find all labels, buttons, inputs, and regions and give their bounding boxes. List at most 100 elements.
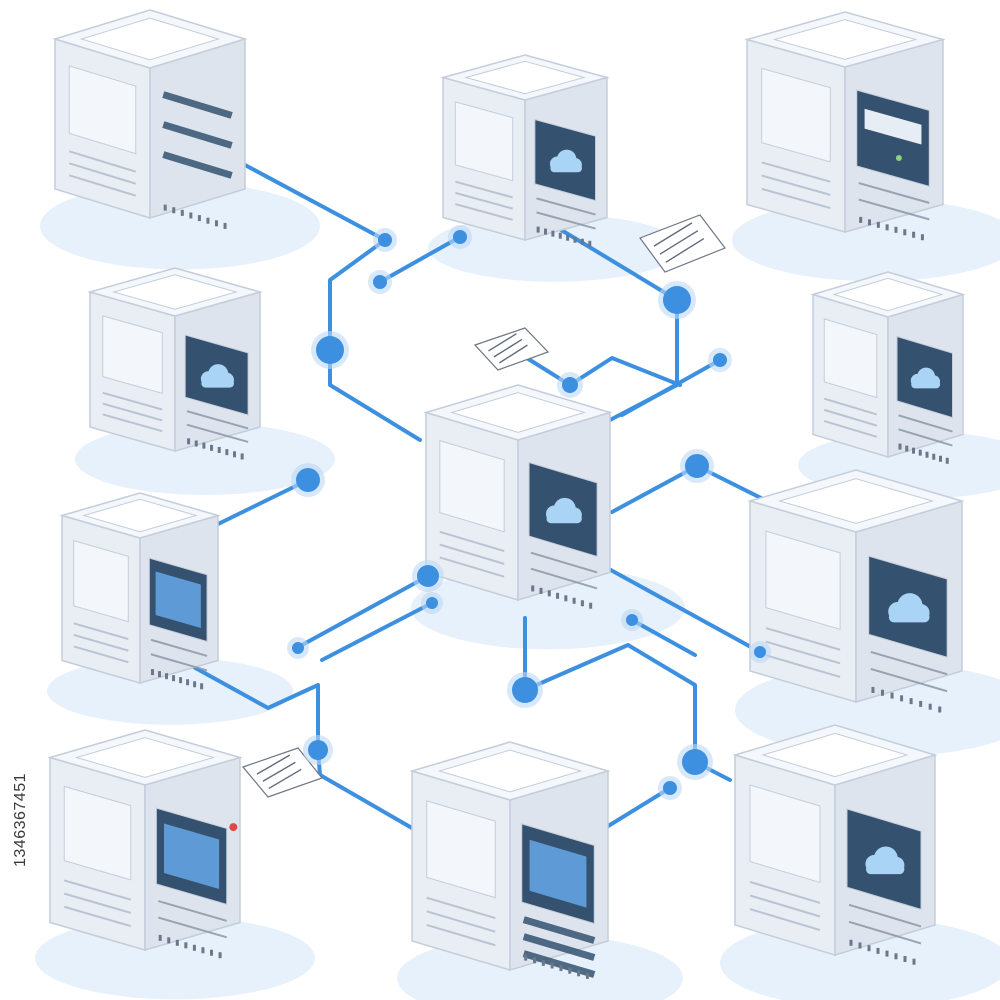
node-dot [417,565,439,587]
server-bottom-center-vent-8 [585,972,589,979]
server-mid-right-vent-6 [932,453,936,460]
server-bottom-left-vent-6 [201,947,205,954]
server-hub-vent-8 [589,602,593,609]
server-mid-right-cloud-icon [910,367,941,389]
cloud-base [866,864,905,875]
server-top-right-panel-led [895,155,902,162]
server-top-left-slot-3 [162,151,233,179]
doc-chart-line-1 [653,222,693,247]
server-left-lower-screen-glass [155,571,201,629]
server-top-center-vent-3 [551,230,555,237]
node-dot [685,454,709,478]
server-bottom-left-top-panel [74,737,216,778]
server-mid-left-side-vent-2 [102,402,163,422]
connection-node-12 [287,637,309,659]
server-left-lower-vent-7 [193,681,197,688]
server-bottom-right-vent-4 [876,947,880,954]
doc-chart-paper [639,214,726,273]
server-bottom-right-vent-1 [849,939,853,946]
server-mid-left-side-vent-1 [102,391,163,411]
server-layer [47,9,966,979]
server-right-lower-slot-2 [870,667,948,693]
node-dot [316,336,344,364]
server-top-center-vent-1 [536,226,540,233]
connection-node-16 [303,735,333,765]
connection-line-12 [320,601,434,662]
connection-node-13 [507,672,543,708]
server-hub-slot-1 [530,551,598,574]
connection-node-11 [421,592,443,614]
server-top-left-vent-6 [206,217,210,224]
link-layer [188,163,777,830]
server-left-lower-vent-3 [165,673,169,680]
server-bottom-left-vent-7 [210,949,213,956]
server-bottom-center-side-vent-3 [426,923,496,947]
node-dot [373,275,387,289]
server-bottom-left-side-panel [63,785,132,881]
server-top-right-vent-4 [885,224,889,231]
server-left-lower-vent-8 [200,683,204,690]
server-mid-right-slot-2 [898,428,953,447]
server-top-right-vent-6 [903,229,907,236]
cloud-base [911,381,941,389]
server-right-lower-vent-3 [890,692,894,699]
node-layer [287,225,771,800]
server-mid-right-side-panel [823,318,878,399]
server-right-lower-vent-2 [881,689,884,696]
connection-line-11 [300,574,430,647]
server-bottom-left-slot-1 [158,900,227,922]
server-mid-left-side-panel [102,315,163,395]
server-bottom-left-screen-glass [164,823,220,889]
server-right-lower-vent-4 [900,695,904,702]
connection-node-3 [368,270,392,294]
server-bottom-right-cloud-icon [865,846,905,875]
server-hub-vent-4 [556,592,560,599]
stock-id-text: 1346367451 [12,773,30,867]
connection-node-5 [658,281,696,319]
node-dot [663,781,677,795]
connection-line-7 [620,358,722,417]
server-bottom-left-side-vent-2 [63,892,132,914]
server-bottom-right-vent-2 [858,942,862,949]
doc-chart-line-2 [659,230,699,255]
server-top-left-slot-1 [162,91,233,119]
connection-line-4 [546,220,679,302]
server-left-lower-vent-6 [186,679,190,686]
server-top-right-vent-2 [868,219,871,226]
server-bottom-right-side-vent-2 [749,894,821,918]
connection-node-18 [749,641,771,663]
server-mid-left-top-panel [111,274,239,310]
server-top-center-cloud-icon [549,149,582,173]
server-bottom-left-vent-8 [218,952,222,959]
server-top-center-slot-2 [536,211,596,230]
server-left-lower-slot-1 [150,638,208,657]
server-top-center-vent-5 [566,234,570,241]
connection-node-2 [448,225,472,249]
server-left-lower-slot-2 [150,653,208,672]
server-hub-vent-6 [572,597,576,604]
connection-node-8 [680,449,714,483]
server-top-left-side-vent-1 [68,150,137,173]
server-top-right-slot-1 [858,182,930,204]
server-bottom-left-vent-3 [175,939,179,946]
connection-node-4 [311,331,349,369]
server-mid-right-side-vent-3 [823,420,878,438]
node-dot [453,230,467,244]
server-top-left-vent-4 [189,212,193,219]
server-bottom-center-slot-3 [522,950,596,978]
connection-node-7 [557,372,583,398]
doc-signature-line-1 [256,754,291,775]
server-bottom-right-slot-2 [848,920,922,945]
node-dot [562,377,578,393]
server-top-center-side-vent-1 [455,180,513,199]
server-bottom-center-screen-glass [529,839,587,908]
server-left-lower-vent-1 [150,669,154,676]
server-left-lower-side-vent-3 [73,645,129,664]
server-hub-vent-2 [539,587,543,594]
connection-node-17 [658,776,682,800]
server-right-lower-vent-6 [919,700,923,707]
stock-id-label: 1346367451 [6,755,36,885]
server-mid-left-vent-8 [240,453,244,460]
server-hub-side-vent-2 [439,543,505,565]
